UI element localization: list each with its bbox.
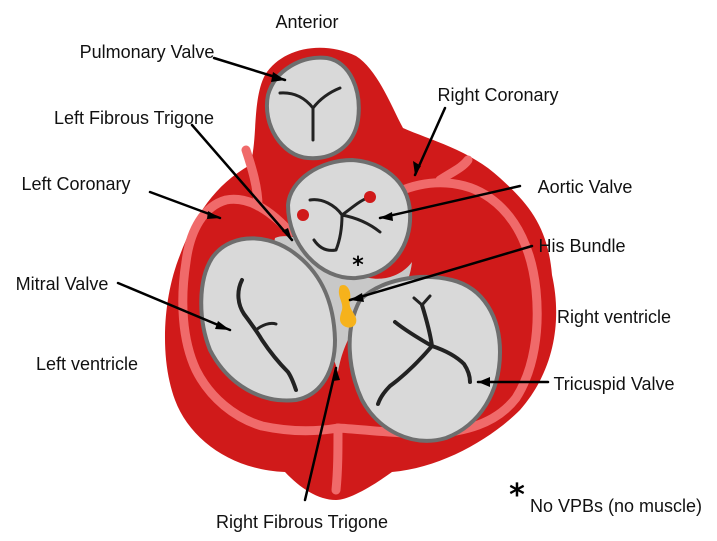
label-tricuspid-valve: Tricuspid Valve [553, 374, 674, 394]
pulmonary-valve [267, 58, 359, 159]
legend-asterisk: * [509, 478, 525, 513]
label-left-coronary: Left Coronary [21, 174, 130, 194]
label-pulmonary-valve: Pulmonary Valve [80, 42, 215, 62]
label-aortic-valve: Aortic Valve [538, 177, 633, 197]
left-coronary-ostium [297, 209, 309, 221]
label-left-ventricle: Left ventricle [36, 354, 138, 374]
label-right-ventricle: Right ventricle [557, 307, 671, 327]
label-his-bundle: His Bundle [538, 236, 625, 256]
label-right-fibrous-trigone: Right Fibrous Trigone [216, 512, 388, 532]
label-left-fibrous-trigone: Left Fibrous Trigone [54, 108, 214, 128]
legend-text: No VPBs (no muscle) [530, 496, 702, 516]
right-coronary-ostium [364, 191, 376, 203]
tricuspid-valve [350, 277, 500, 441]
label-right-coronary: Right Coronary [437, 85, 558, 105]
label-anterior: Anterior [275, 12, 338, 32]
posterior-descending-artery [336, 428, 338, 490]
aortic-asterisk: * [352, 253, 364, 278]
label-mitral-valve: Mitral Valve [16, 274, 109, 294]
